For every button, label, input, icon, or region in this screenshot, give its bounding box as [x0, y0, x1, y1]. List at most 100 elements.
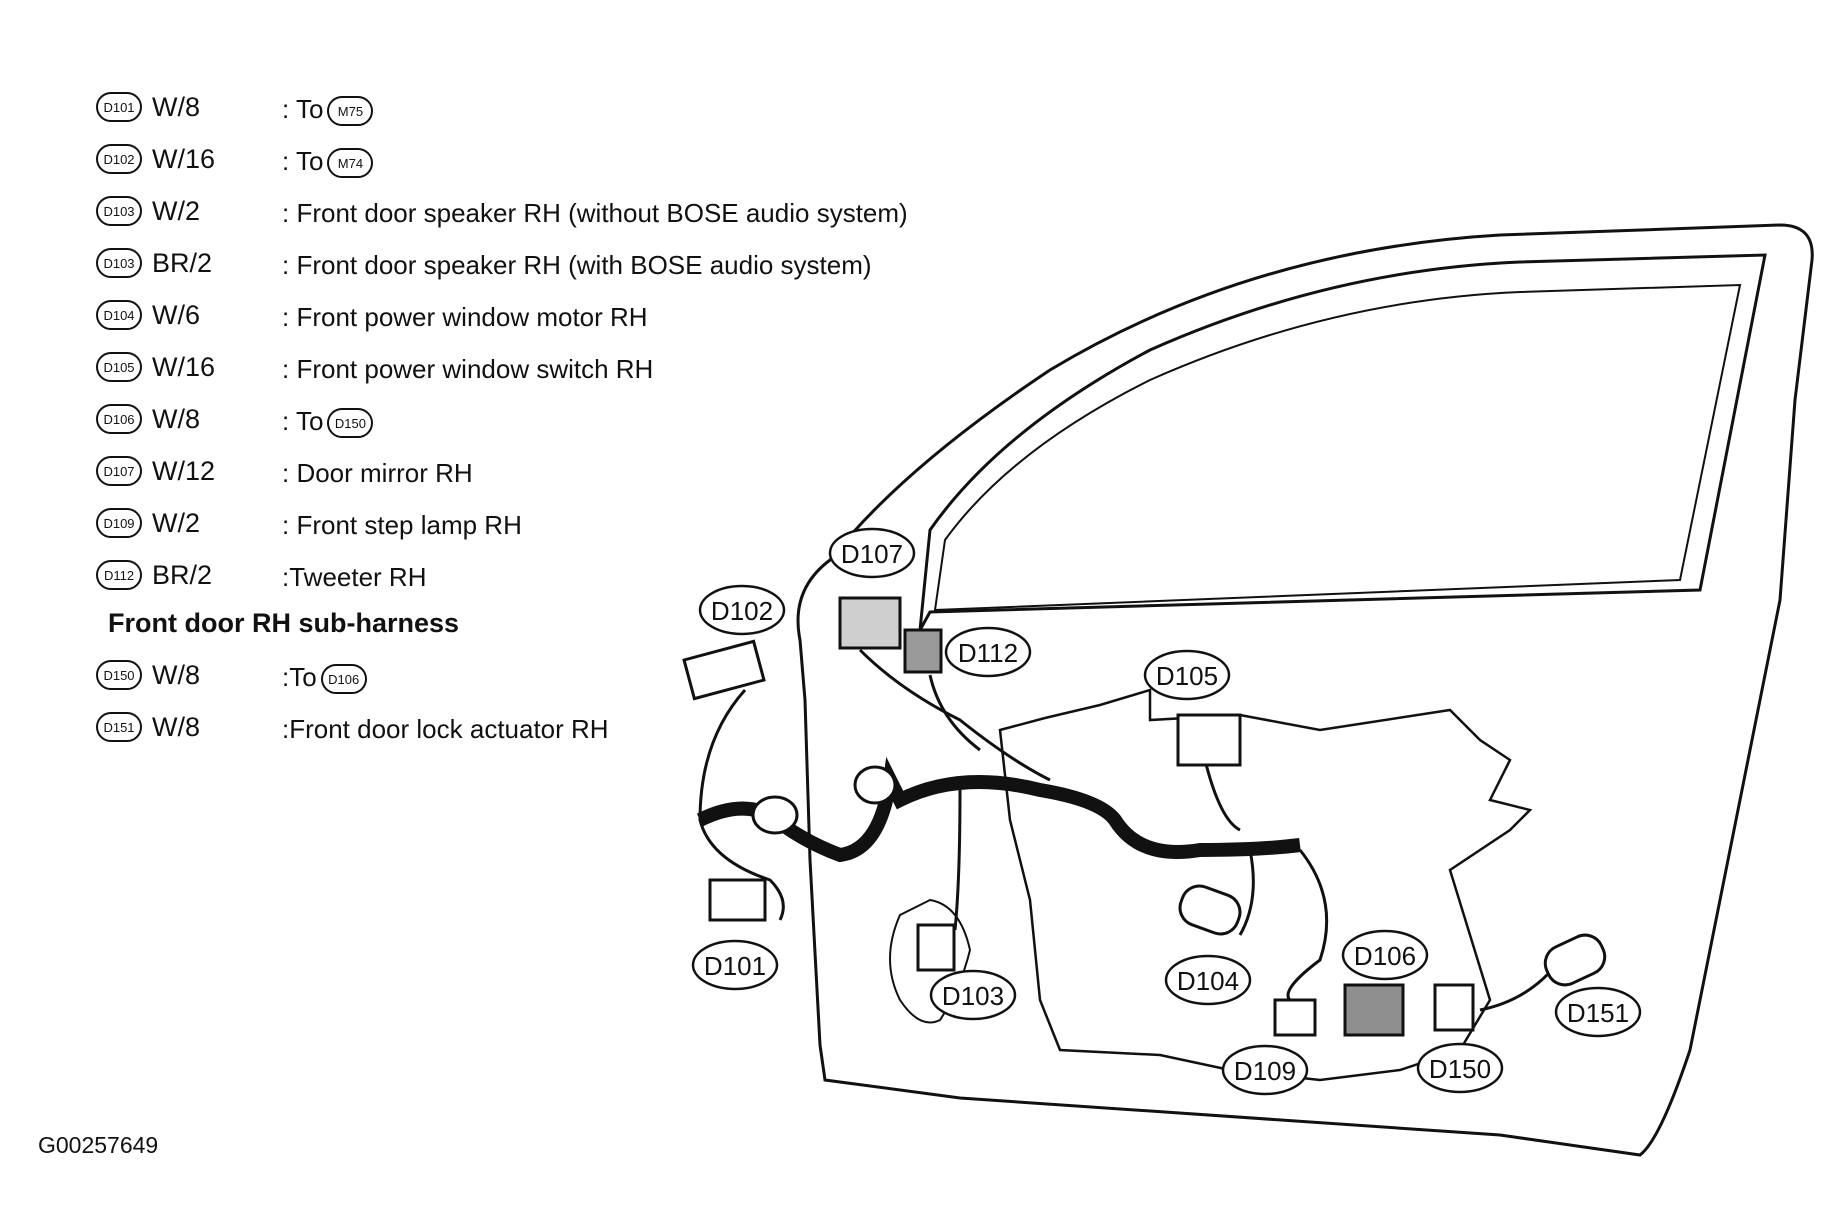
connector-badge: D103 [96, 196, 142, 226]
window-inner [933, 283, 1742, 612]
connector-badge: D103 [96, 248, 142, 278]
connector-description: : Front step lamp RH [282, 510, 522, 540]
connector-spec: W/8 [152, 712, 201, 742]
connector-spec: W/16 [152, 144, 216, 174]
label-d151-text: D151 [1567, 998, 1629, 1028]
legend-row-d109: D109 W/2 : Front step lamp RH [96, 504, 1056, 556]
wire-d109 [1286, 849, 1329, 1002]
description-text: :To [282, 662, 317, 692]
description-text: : To [282, 146, 324, 176]
label-d104: D104 [1164, 954, 1252, 1006]
label-d109: D109 [1221, 1044, 1309, 1096]
wire-d107 [858, 648, 1051, 782]
connector-badge: D106 [96, 404, 142, 434]
label-d105-text: D105 [1156, 661, 1218, 691]
connector-spec: W/12 [152, 456, 216, 486]
connector-d151-shape [1543, 933, 1607, 987]
label-d150: D150 [1416, 1042, 1504, 1094]
legend-row-d104: D104 W/6 : Front power window motor RH [96, 296, 1056, 348]
label-d106-text: D106 [1354, 941, 1416, 971]
label-d150-text: D150 [1429, 1054, 1491, 1084]
connector-badge: D150 [96, 660, 142, 690]
inner-panel [998, 688, 1533, 1082]
connector-spec: W/8 [152, 660, 201, 690]
label-d109-text: D109 [1234, 1056, 1296, 1086]
wire-d101 [698, 688, 785, 921]
label-d103-text: D103 [942, 981, 1004, 1011]
connector-spec: W/16 [152, 352, 216, 382]
connector-description: : Front door speaker RH (without BOSE au… [282, 198, 908, 228]
connector-badge: D112 [96, 560, 142, 590]
connector-d106-shape [1343, 983, 1405, 1037]
label-d112: D112 [944, 626, 1032, 678]
label-d101-text: D101 [704, 951, 766, 981]
legend-row-d103-w2: D103 W/2 : Front door speaker RH (withou… [96, 192, 1056, 244]
label-d102-text: D102 [711, 596, 773, 626]
target-badge: M74 [327, 148, 374, 179]
figure-id: G00257649 [38, 1132, 159, 1158]
description-text: : To [282, 94, 324, 124]
grommet-icon [853, 765, 897, 805]
wire-d105 [1203, 759, 1241, 832]
legend-row-d103-br2: D103 BR/2 : Front door speaker RH (with … [96, 244, 1056, 296]
grommet-icon [751, 795, 799, 835]
connector-badge: D102 [96, 144, 142, 174]
connector-spec: W/8 [152, 404, 201, 434]
connector-badge: D151 [96, 712, 142, 742]
connector-description: :Front door lock actuator RH [282, 714, 609, 744]
wire-d103 [953, 789, 962, 931]
section-title: Front door RH sub-harness [108, 608, 460, 638]
connector-spec: W/6 [152, 300, 201, 330]
label-d105: D105 [1143, 649, 1231, 701]
label-d107: D107 [828, 527, 916, 579]
connector-badge: D107 [96, 456, 142, 486]
connector-d112-shape [903, 628, 943, 674]
target-badge: D150 [327, 408, 374, 439]
wire-d104 [1238, 849, 1255, 936]
legend-row-d107: D107 W/12 : Door mirror RH [96, 452, 1056, 504]
legend-row-d151: D151 W/8 :Front door lock actuator RH [96, 708, 796, 760]
connector-description: : Door mirror RH [282, 458, 473, 488]
label-d106: D106 [1341, 929, 1429, 981]
connector-d102-shape [682, 639, 766, 701]
connector-spec: W/8 [152, 92, 201, 122]
label-d112-text: D112 [958, 638, 1018, 668]
connector-badge: D101 [96, 92, 142, 122]
legend-row-d112: D112 BR/2 :Tweeter RH [96, 556, 1056, 608]
label-d107-text: D107 [841, 539, 903, 569]
connector-description: : Front power window motor RH [282, 302, 648, 332]
connector-spec: BR/2 [152, 560, 213, 590]
connector-description: : Front power window switch RH [282, 354, 654, 384]
connector-d101-shape [708, 878, 767, 922]
target-badge: D106 [320, 664, 367, 695]
connector-d107-shape [838, 596, 902, 650]
connector-spec: W/2 [152, 196, 201, 226]
connector-d104-shape [1178, 884, 1242, 936]
connector-spec: BR/2 [152, 248, 213, 278]
connector-badge: D105 [96, 352, 142, 382]
label-d102: D102 [698, 584, 786, 636]
wire-d112 [928, 674, 981, 752]
connector-d109-shape [1273, 998, 1317, 1037]
connector-spec: W/2 [152, 508, 201, 538]
connector-badge: D109 [96, 508, 142, 538]
target-badge: M75 [327, 96, 374, 127]
label-d104-text: D104 [1177, 966, 1239, 996]
connector-d103-shape [916, 923, 956, 972]
window-frame [918, 253, 1767, 631]
connector-description: : Front door speaker RH (with BOSE audio… [282, 250, 872, 280]
speaker-mount [889, 898, 972, 1024]
connector-d150-shape [1433, 983, 1475, 1032]
connector-description: :Tweeter RH [282, 562, 427, 592]
